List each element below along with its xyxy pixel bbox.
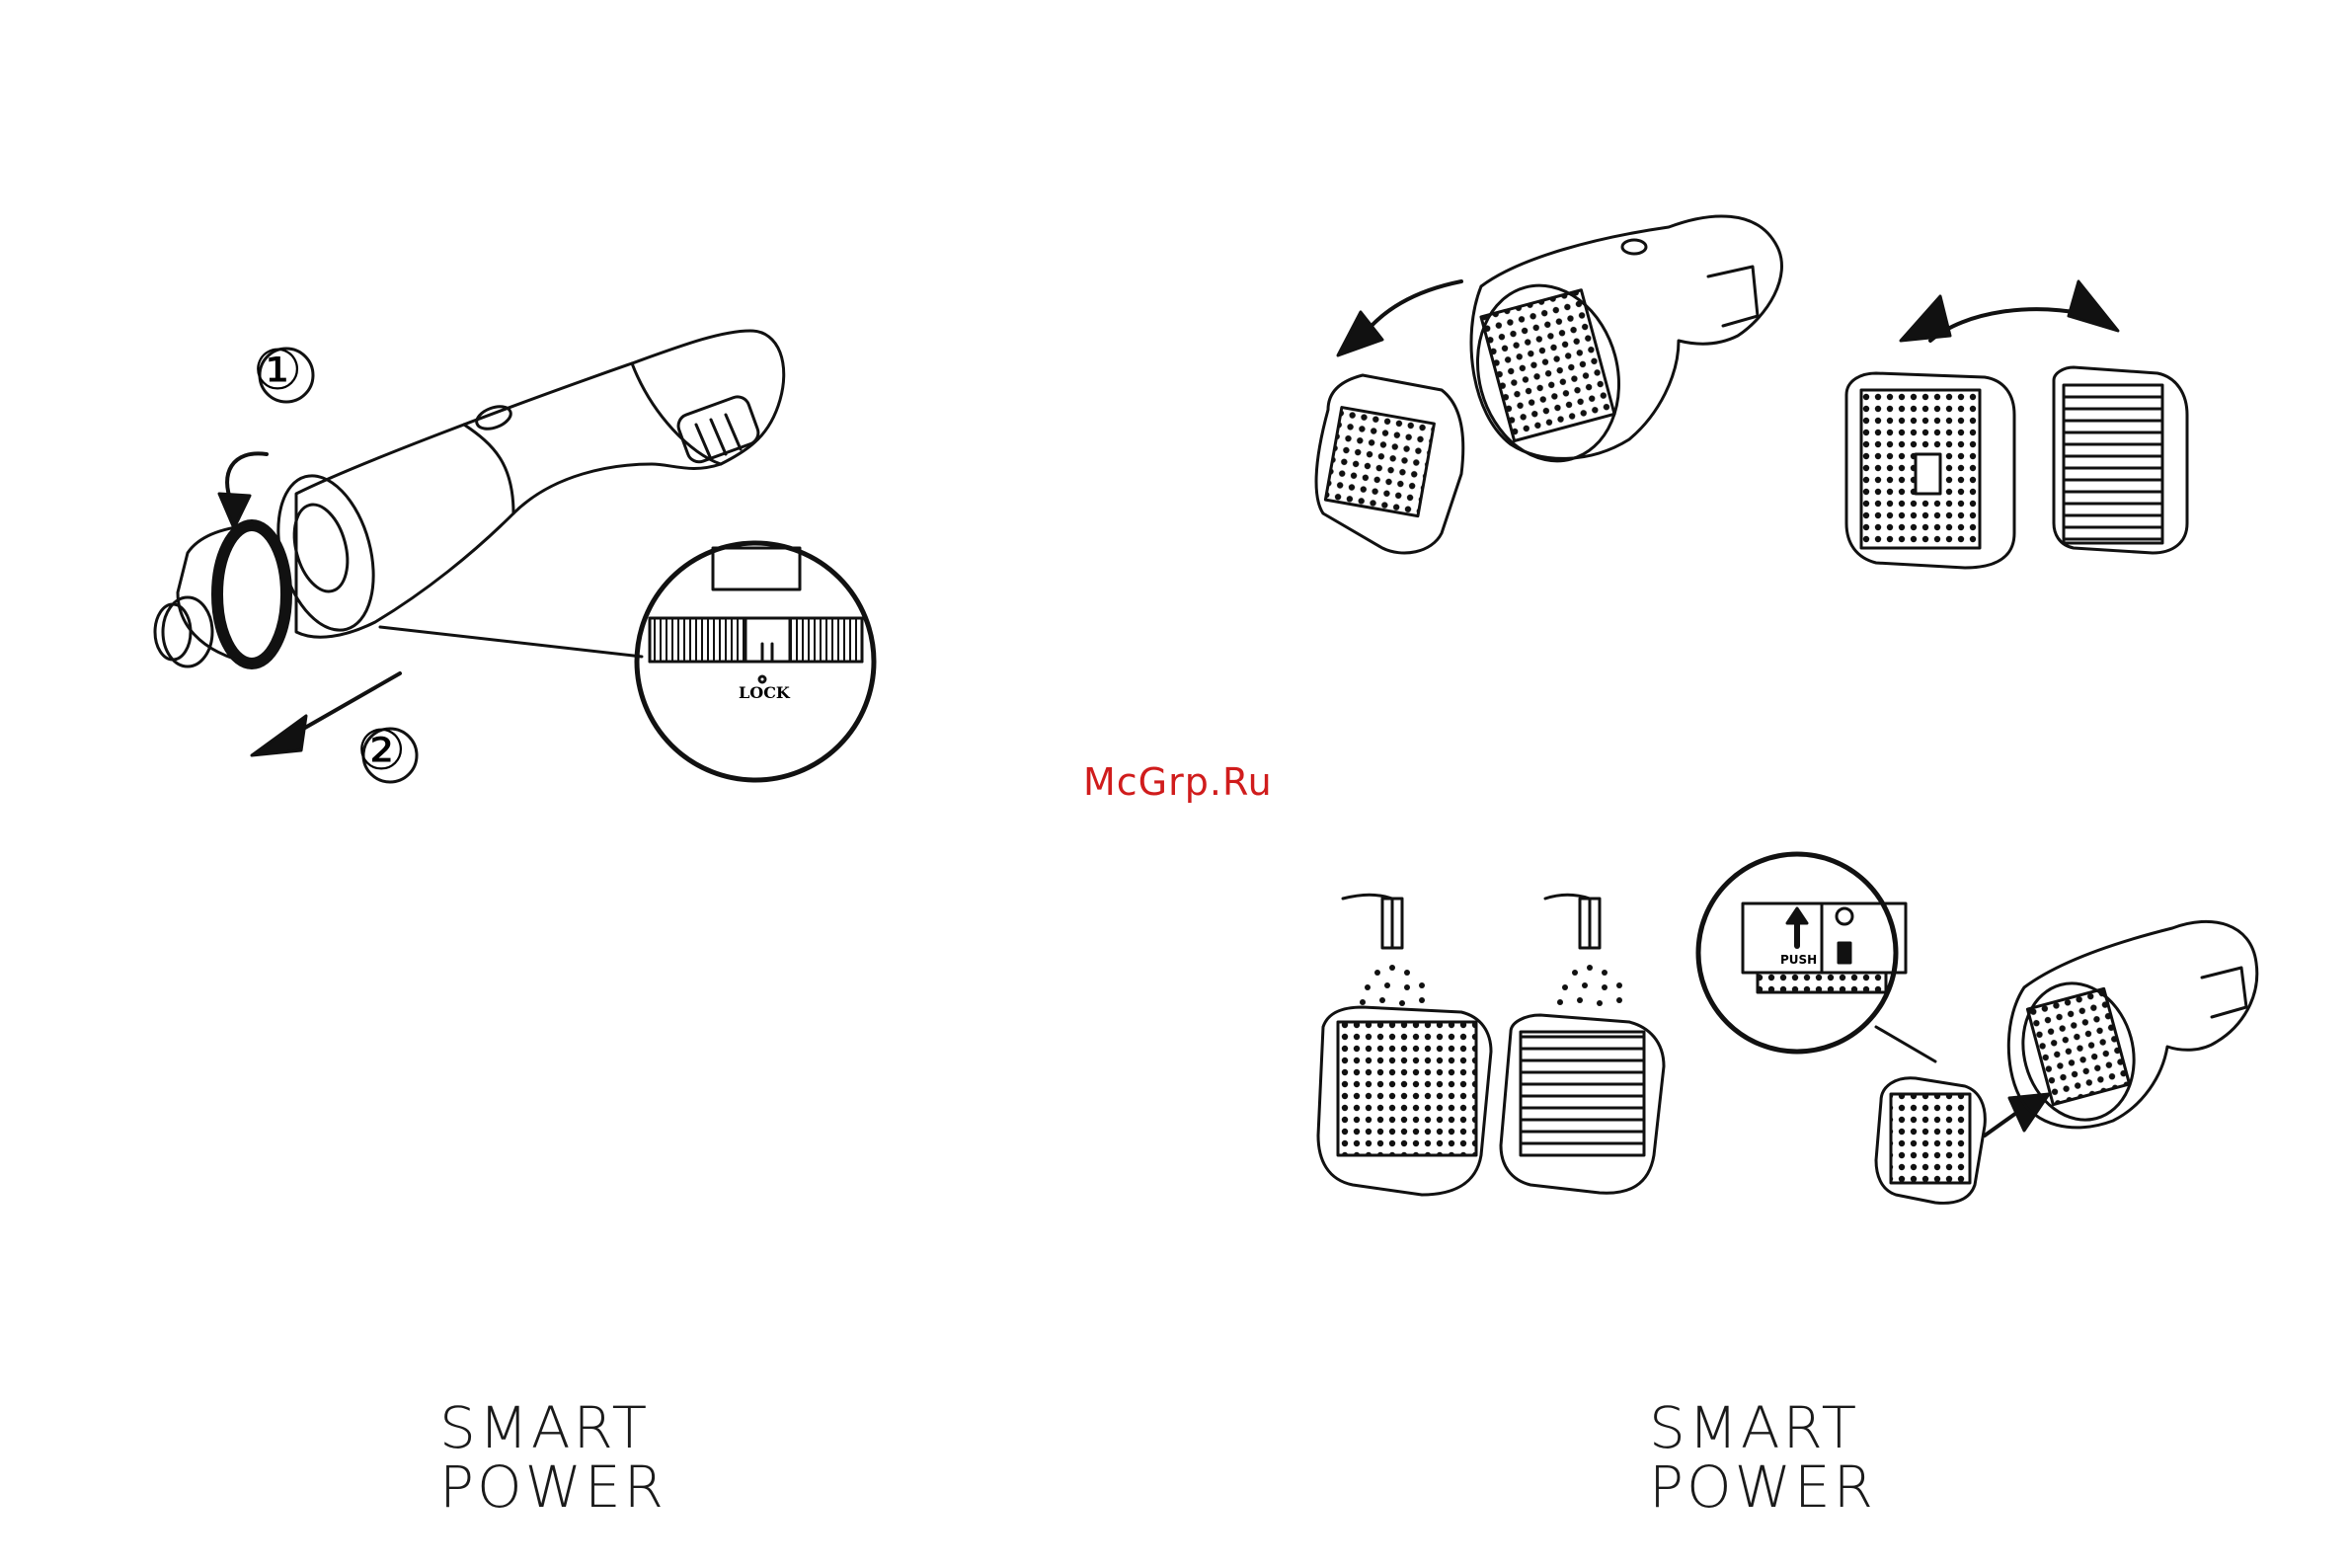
brand-logo-right: SMART POWER [1649, 1398, 1925, 1517]
push-label: PUSH [1780, 953, 1817, 967]
brand-logo-left: SMART POWER [439, 1398, 716, 1517]
filter-insert-figure [1698, 854, 2257, 1203]
vacuum-body [296, 331, 784, 637]
watermark: McGrp.Ru [1083, 760, 1273, 804]
brand-line-2: POWER [439, 1457, 716, 1517]
brand-line-1: SMART [1649, 1398, 1925, 1457]
nozzle-rim [217, 525, 286, 664]
step-1-label: ① [253, 339, 302, 403]
step-2-label: ② [356, 719, 406, 783]
brand-line-2: POWER [1649, 1457, 1925, 1517]
lock-label: LOCK [739, 683, 790, 702]
filter-wash-figure [1318, 895, 1664, 1195]
filter-remove-figure [1316, 216, 2187, 568]
grip-slots [675, 394, 762, 466]
brand-line-1: SMART [439, 1398, 716, 1457]
